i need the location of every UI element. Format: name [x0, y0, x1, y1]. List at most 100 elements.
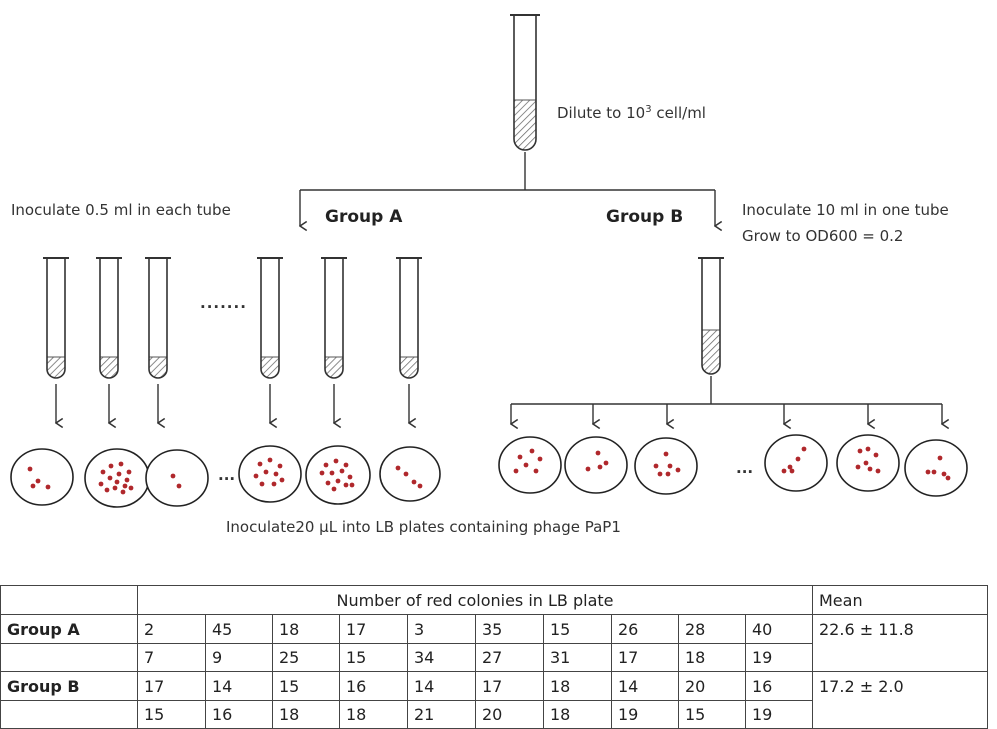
- colony-dot: [537, 456, 543, 462]
- colony-dot: [35, 478, 41, 484]
- petri-plate: [145, 449, 209, 507]
- table-cell: 18: [543, 671, 612, 701]
- table-cell: 16: [205, 700, 273, 729]
- table-cell: 21: [407, 700, 476, 729]
- plate-caption: Inoculate20 µL into LB plates containing…: [226, 518, 621, 536]
- colony-dot: [124, 477, 130, 483]
- table-cell: 17: [611, 643, 679, 672]
- group-a-tube: [145, 257, 171, 379]
- colony-dot: [667, 463, 673, 469]
- table-cell: 34: [407, 643, 476, 672]
- petri-plate: [305, 445, 371, 505]
- colony-dot: [333, 458, 339, 464]
- colony-dot: [395, 465, 401, 471]
- table-cell: 16: [339, 671, 408, 701]
- table-cell: 15: [137, 700, 206, 729]
- petri-plate: [84, 448, 150, 508]
- table-cell: 18: [678, 643, 746, 672]
- table-cell: 14: [407, 671, 476, 701]
- colony-dot: [597, 464, 603, 470]
- colony-dot: [277, 463, 283, 469]
- colony-dot: [118, 461, 124, 467]
- colony-dot: [45, 484, 51, 490]
- colony-dot: [323, 462, 329, 468]
- plate-ellipsis-b: ···: [736, 463, 754, 481]
- colony-dot: [27, 466, 33, 472]
- group-a-tube: [257, 257, 283, 379]
- group-name-cell-empty: [0, 700, 138, 729]
- colony-dot: [98, 481, 104, 487]
- colony-dot: [653, 463, 659, 469]
- colony-dot: [170, 473, 176, 479]
- colony-dot: [107, 475, 113, 481]
- colony-dot: [855, 464, 861, 470]
- table-cell: 17: [137, 671, 206, 701]
- petri-plate: [634, 437, 698, 495]
- colony-dot: [116, 471, 122, 477]
- colony-dot: [257, 461, 263, 467]
- table-cell: 19: [611, 700, 679, 729]
- group-name-cell-empty: [0, 643, 138, 672]
- table-cell: 35: [475, 614, 544, 644]
- colony-dot: [122, 483, 128, 489]
- table-cell: 26: [611, 614, 679, 644]
- table-cell: 15: [339, 643, 408, 672]
- colony-dot: [787, 464, 793, 470]
- colony-dot: [945, 475, 951, 481]
- table-cell: 18: [272, 614, 340, 644]
- results-table: Number of red colonies in LB plate Mean …: [0, 585, 988, 729]
- colony-dot: [271, 481, 277, 487]
- table-cell: 3: [407, 614, 476, 644]
- colony-dot: [863, 460, 869, 466]
- colony-count-header: Number of red colonies in LB plate: [137, 585, 813, 615]
- stock-tube: [510, 14, 540, 151]
- colony-dot: [30, 483, 36, 489]
- table-cell: 14: [611, 671, 679, 701]
- colony-dot: [120, 489, 126, 495]
- mean-cell: 22.6 ± 11.8: [812, 614, 988, 672]
- experiment-diagram: [10, 14, 968, 508]
- group-b-tube: [698, 257, 724, 375]
- colony-dot: [267, 457, 273, 463]
- inoculate-b-label: Inoculate 10 ml in one tube: [742, 201, 949, 219]
- colony-dot: [663, 451, 669, 457]
- colony-dot: [273, 471, 279, 477]
- colony-dot: [595, 450, 601, 456]
- table-cell: 40: [745, 614, 813, 644]
- colony-dot: [795, 456, 801, 462]
- colony-dot: [319, 470, 325, 476]
- colony-dot: [675, 467, 681, 473]
- petri-plate: [238, 445, 302, 503]
- table-cell: 2: [137, 614, 206, 644]
- table-row: Group B 17 14 15 16 14 17 18 14 20 16 17…: [0, 671, 988, 729]
- group-a-label: Group A: [325, 207, 403, 227]
- mean-cell: 17.2 ± 2.0: [812, 671, 988, 729]
- colony-dot: [781, 468, 787, 474]
- colony-dot: [335, 478, 341, 484]
- table-cell: 17: [475, 671, 544, 701]
- colony-dot: [347, 474, 353, 480]
- colony-dot: [128, 485, 134, 491]
- colony-dot: [873, 452, 879, 458]
- table-row: Group A 2 45 18 17 3 35 15 26 28 40 22.6…: [0, 614, 988, 672]
- table-cell: 45: [205, 614, 273, 644]
- colony-dot: [279, 477, 285, 483]
- table-cell: 19: [745, 700, 813, 729]
- group-b-label: Group B: [606, 207, 684, 227]
- petri-plate: [10, 448, 74, 506]
- colony-dot: [114, 479, 120, 485]
- table-cell: 18: [272, 700, 340, 729]
- colony-dot: [100, 469, 106, 475]
- colony-dot: [585, 466, 591, 472]
- group-name-cell: Group B: [0, 671, 138, 701]
- dilute-label: Dilute to 103 cell/ml: [557, 104, 706, 122]
- table-cell: 14: [205, 671, 273, 701]
- table-cell: 15: [678, 700, 746, 729]
- colony-dot: [263, 469, 269, 475]
- colony-dot: [529, 448, 535, 454]
- tube-ellipsis: ·······: [200, 298, 247, 316]
- table-cell: 31: [543, 643, 612, 672]
- table-cell: 16: [745, 671, 813, 701]
- colony-dot: [865, 446, 871, 452]
- plate-ellipsis-a: ···: [218, 470, 236, 488]
